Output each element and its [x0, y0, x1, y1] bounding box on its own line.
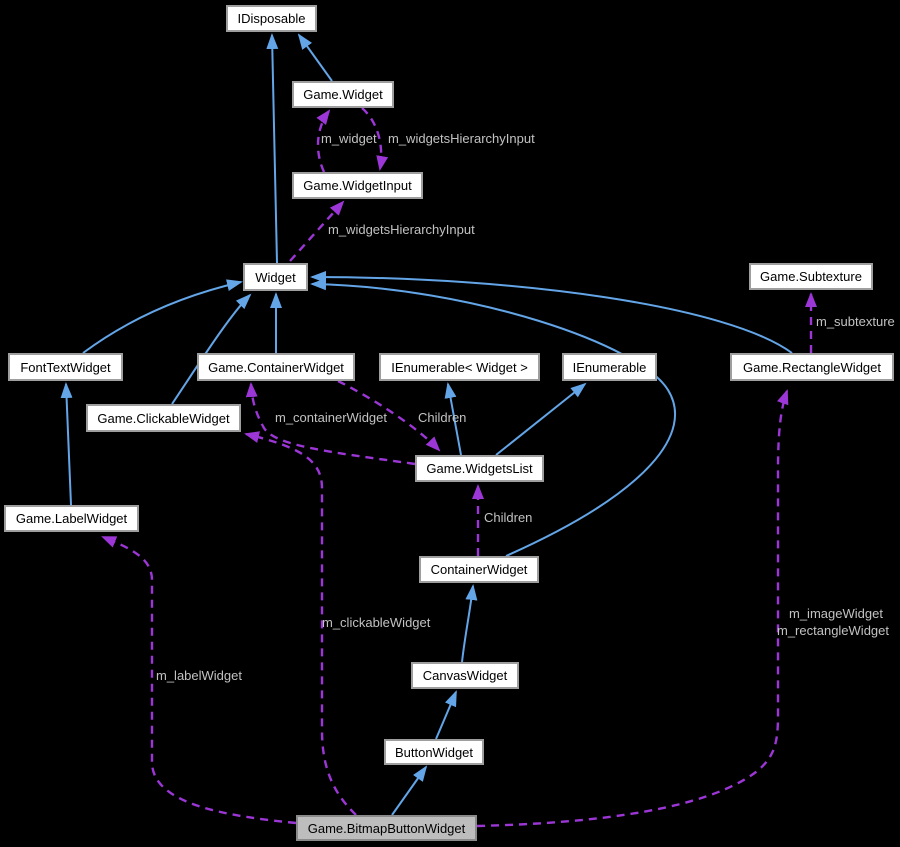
node-ienumerable[interactable]: IEnumerable — [562, 353, 657, 381]
edge-label-m-clickablewidget: m_clickableWidget — [322, 615, 431, 630]
node-ienumerable-widget[interactable]: IEnumerable< Widget > — [379, 353, 540, 381]
edge-label-m-labelwidget: m_labelWidget — [156, 668, 242, 683]
edge-bitmapbutton-clickablewidget — [244, 431, 357, 816]
node-canvaswidget[interactable]: CanvasWidget — [411, 662, 519, 689]
edge-bitmapbutton-labelwidget — [101, 535, 297, 825]
edge-label-m-widgetshierarchyinput-top: m_widgetsHierarchyInput — [388, 131, 535, 146]
edge-widget-idisposable — [266, 33, 279, 264]
node-containerwidget[interactable]: ContainerWidget — [419, 556, 539, 583]
edge-canvaswidget-containerwidget — [461, 584, 478, 663]
edge-gamewidget-idisposable — [297, 33, 333, 82]
edge-label-m-widgetshierarchyinput-mid: m_widgetsHierarchyInput — [328, 222, 475, 237]
edge-label-m-containerwidget: m_containerWidget — [275, 410, 387, 425]
edge-buttonwidget-canvaswidget — [435, 690, 457, 740]
edge-containerwidget-widget — [310, 278, 677, 557]
edge-widgetinput-gamewidget-mwidget — [316, 109, 331, 173]
edge-labelwidget-fonttextwidget — [60, 382, 73, 506]
edge-fonttextwidget-widget — [82, 279, 243, 354]
node-idisposable[interactable]: IDisposable — [226, 5, 317, 32]
edge-label-m-imagewidget: m_imageWidget — [789, 606, 883, 621]
node-game-containerwidget[interactable]: Game.ContainerWidget — [197, 353, 355, 381]
node-game-bitmapbuttonwidget[interactable]: Game.BitmapButtonWidget — [296, 815, 477, 841]
node-fonttextwidget[interactable]: FontTextWidget — [8, 353, 123, 381]
edge-label-children-top: Children — [418, 410, 467, 425]
edge-clickablewidget-widget — [171, 293, 252, 405]
edge-bitmapbutton-buttonwidget — [391, 765, 428, 816]
node-game-rectanglewidget[interactable]: Game.RectangleWidget — [730, 353, 894, 381]
node-game-subtexture[interactable]: Game.Subtexture — [749, 263, 873, 290]
edge-widgetslist-ienumerable — [495, 382, 587, 456]
edge-bitmapbutton-rectanglewidget — [476, 389, 789, 828]
edge-widgetslist-gamecontainerwidget — [245, 382, 416, 466]
node-game-widgetinput[interactable]: Game.WidgetInput — [292, 172, 423, 199]
node-game-widgetslist[interactable]: Game.WidgetsList — [415, 455, 544, 482]
node-game-clickablewidget[interactable]: Game.ClickableWidget — [86, 404, 241, 432]
edge-widgetslist-ienumerablewidget — [444, 382, 462, 456]
node-buttonwidget[interactable]: ButtonWidget — [384, 739, 484, 765]
edge-label-m-subtexture: m_subtexture — [816, 314, 895, 329]
edge-label-children-bottom: Children — [484, 510, 533, 525]
edge-label-m-widget: m_widget — [321, 131, 377, 146]
edge-gamecontainerwidget-widgetslist — [337, 379, 441, 452]
node-game-labelwidget[interactable]: Game.LabelWidget — [4, 505, 139, 532]
node-widget[interactable]: Widget — [243, 263, 308, 291]
edge-label-m-rectanglewidget: m_rectangleWidget — [777, 623, 889, 638]
node-game-widget[interactable]: Game.Widget — [292, 81, 394, 108]
edge-rectanglewidget-widget — [310, 271, 793, 354]
edge-gamewidget-widgetinput-hierarchy — [361, 107, 389, 171]
